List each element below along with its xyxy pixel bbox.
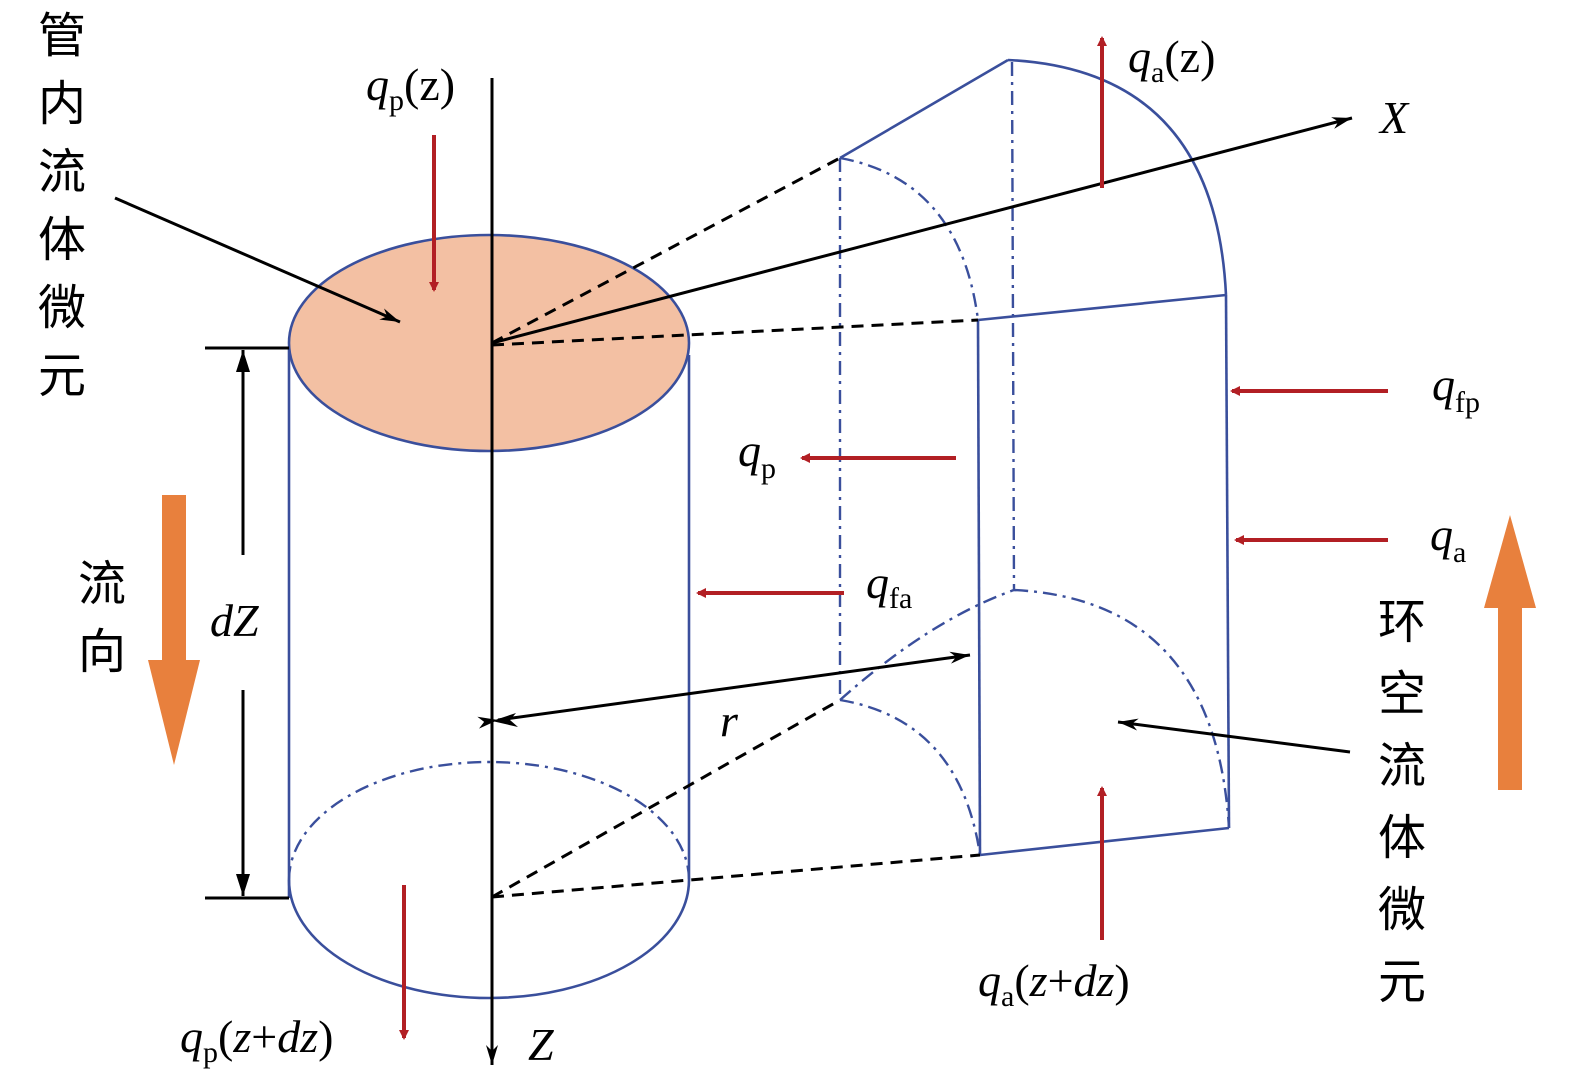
dashed-line-bottom-front bbox=[491, 853, 981, 899]
annulus-fluid-char-6: 元 bbox=[1378, 954, 1426, 1010]
annulus-flow-up-arrow bbox=[1484, 515, 1536, 790]
dz-down-arrowhead bbox=[236, 874, 250, 896]
annulus-hidden-bottom-slant bbox=[839, 588, 1015, 701]
annulus-top-slant-edge bbox=[839, 58, 1009, 160]
dashed-line-bottom-back bbox=[491, 698, 841, 899]
label-qp-z: qp(z) bbox=[366, 59, 455, 117]
dashed-line-top-front bbox=[491, 318, 979, 347]
heat-flux-arrows bbox=[399, 36, 1388, 1040]
annulus-fluid-char-5: 微 bbox=[1378, 882, 1426, 938]
annulus-hidden-bottom-inner-arc bbox=[839, 698, 982, 856]
dashed-line-top-back bbox=[491, 156, 841, 345]
pipe-fluid-char-4: 体 bbox=[38, 212, 86, 268]
annulus-fluid-char-4: 体 bbox=[1378, 810, 1426, 866]
annulus-front-right-edge bbox=[1224, 294, 1231, 829]
label-annulus-fluid-element: 环 空 流 体 微 元 bbox=[1378, 594, 1426, 1010]
pipe-fluid-char-6: 元 bbox=[38, 348, 86, 404]
annulus-element bbox=[838, 58, 1231, 857]
pipe-fluid-char-5: 微 bbox=[38, 280, 86, 336]
pipe-flow-down-arrow bbox=[148, 495, 200, 765]
annulus-top-outer-arc bbox=[1007, 58, 1228, 296]
annulus-hidden-bottom-outer-arc bbox=[1013, 588, 1231, 829]
radius-arrow-start-head bbox=[492, 713, 518, 727]
label-qp-side: qp bbox=[738, 425, 776, 485]
pipe-fluid-char-1: 管 bbox=[38, 8, 86, 64]
dz-dimension bbox=[205, 346, 289, 900]
flow-dir-char-2: 向 bbox=[78, 624, 126, 680]
x-axis-line bbox=[491, 116, 1353, 345]
pipe-fluid-pointer-arrow bbox=[114, 196, 401, 324]
annulus-fluid-char-2: 空 bbox=[1378, 666, 1426, 722]
label-qp-zdz: qp(z+dz) bbox=[180, 1011, 333, 1069]
label-qfp: qfp bbox=[1432, 359, 1480, 419]
cylinder-bottom-back-arc bbox=[287, 760, 691, 881]
pipe-cylinder bbox=[287, 233, 691, 1000]
label-r: r bbox=[720, 695, 739, 746]
annulus-fluid-pointer-arrow bbox=[1117, 718, 1351, 754]
label-flow-direction: 流 向 bbox=[78, 556, 126, 680]
annulus-front-top-edge bbox=[977, 293, 1227, 322]
radius-arrow bbox=[477, 651, 971, 729]
flow-dir-char-1: 流 bbox=[78, 556, 126, 612]
label-qa-z: qa(z) bbox=[1128, 31, 1215, 89]
label-qa-zdz: qa(z+dz) bbox=[978, 955, 1130, 1013]
label-dz: dZ bbox=[210, 595, 259, 646]
label-qfa: qfa bbox=[866, 557, 912, 615]
label-x-axis: X bbox=[1378, 92, 1410, 143]
annulus-fluid-char-1: 环 bbox=[1378, 594, 1426, 650]
cylinder-bottom-front-arc bbox=[287, 879, 691, 1000]
annulus-hidden-outer-vertical bbox=[1010, 61, 1016, 591]
label-qa-side: qa bbox=[1430, 509, 1466, 569]
pipe-top-face bbox=[287, 233, 691, 453]
construction-lines bbox=[491, 156, 981, 899]
annulus-front-left-edge bbox=[976, 319, 982, 856]
pipe-fluid-char-3: 流 bbox=[38, 144, 86, 200]
pipe-fluid-char-2: 内 bbox=[38, 76, 86, 132]
annulus-front-bottom-edge bbox=[979, 826, 1230, 857]
label-pipe-fluid-element: 管 内 流 体 微 元 bbox=[38, 8, 86, 404]
label-z-axis: Z bbox=[528, 1019, 554, 1070]
annulus-fluid-char-3: 流 bbox=[1378, 738, 1426, 794]
annulus-hidden-top-inner-arc bbox=[839, 156, 980, 321]
dz-up-arrowhead bbox=[236, 350, 250, 372]
